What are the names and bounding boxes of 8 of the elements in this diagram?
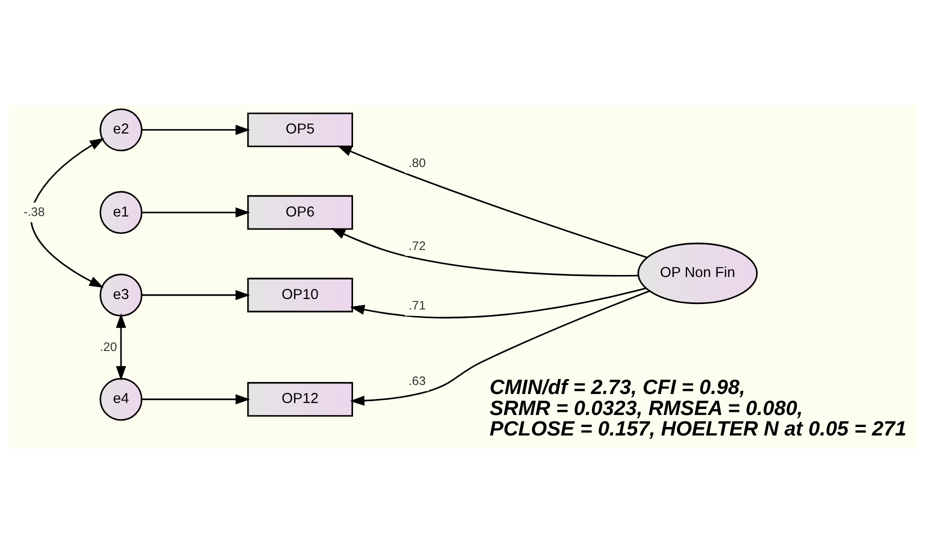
edge-label: .72 [408, 238, 426, 252]
label: SRMR = 0.0323, RMSEA = 0.080, [489, 396, 802, 420]
edge-label: .20 [99, 339, 117, 354]
edge-label: .63 [408, 373, 426, 388]
edge-label: -.38 [22, 204, 44, 219]
edge-label: .80 [408, 156, 426, 170]
edge-label: .71 [408, 298, 426, 312]
label: CMIN/df = 2.73, CFI = 0.98, [489, 376, 745, 399]
